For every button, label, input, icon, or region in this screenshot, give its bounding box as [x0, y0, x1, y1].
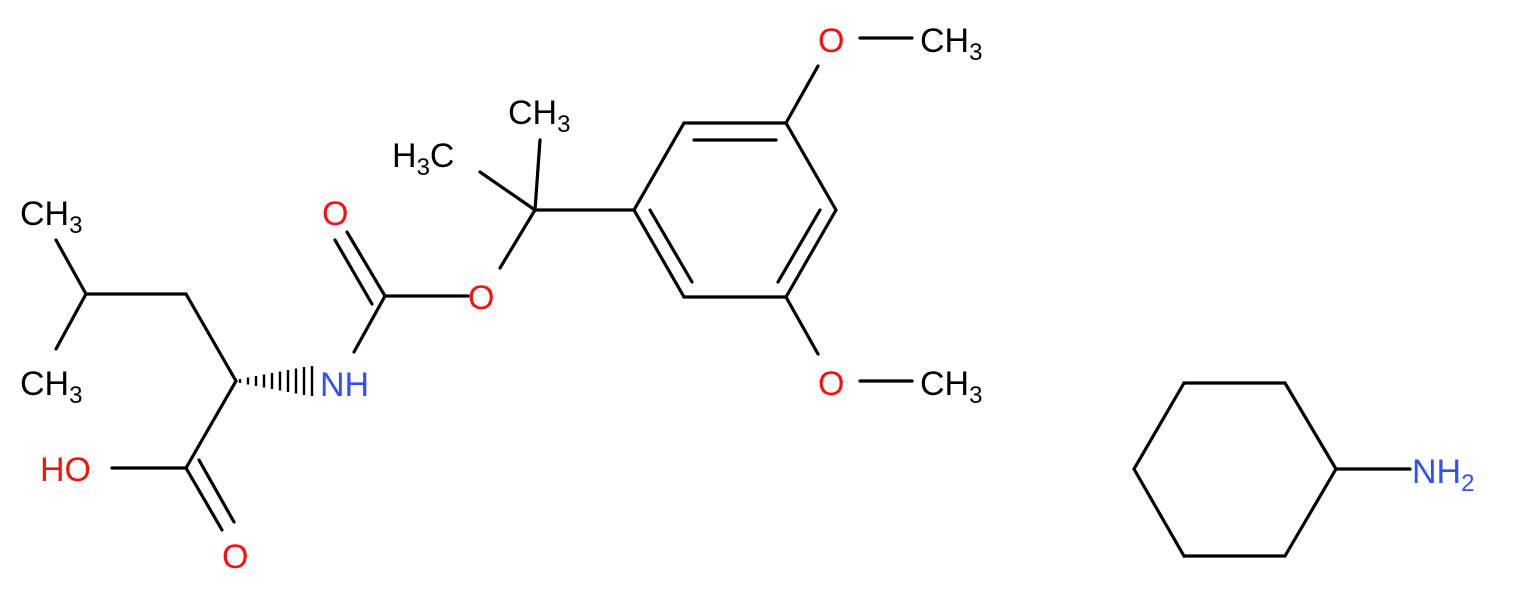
- atom-label-ch3: CH3: [920, 22, 982, 66]
- hashed-wedge-bond: [238, 366, 314, 396]
- bond: [498, 208, 537, 270]
- atom-label-ch3: CH3: [920, 365, 982, 409]
- atom-label-ch3: CH3: [20, 195, 82, 239]
- bond: [533, 138, 542, 212]
- bond: [333, 238, 374, 306]
- atom-label-ch3: CH3: [508, 94, 570, 138]
- atom-label-h3c: H3C: [392, 137, 454, 181]
- bond: [54, 238, 88, 296]
- bond: [184, 292, 238, 383]
- atom-label-nh: NH: [320, 366, 369, 404]
- bond: [184, 379, 238, 470]
- bond: [345, 230, 387, 298]
- bond: [352, 294, 387, 354]
- atom-label-o: O: [468, 279, 494, 317]
- bond: [197, 458, 236, 524]
- bond: [648, 208, 694, 284]
- bond: [184, 466, 224, 532]
- bond: [1283, 381, 1338, 471]
- bond: [1283, 467, 1338, 558]
- bond: [632, 121, 686, 212]
- bond: [784, 121, 838, 212]
- atom-label-ch3: CH3: [20, 365, 82, 409]
- cyclohexylamine: NH2: [1132, 381, 1474, 558]
- bond: [1132, 467, 1186, 558]
- atom-label-ho: HO: [40, 451, 91, 489]
- bond: [776, 208, 822, 284]
- bond: [54, 292, 88, 351]
- atom-label-o: O: [818, 365, 844, 403]
- atom-label-o: O: [322, 195, 348, 233]
- main-molecule-labels: CH3 CH3 O NH O CH3 H3C O CH3 O CH3 HO O: [20, 22, 982, 576]
- atom-label-o: O: [818, 22, 844, 60]
- bond: [1132, 381, 1186, 471]
- main-molecule-bonds: [54, 36, 914, 532]
- bond: [632, 208, 686, 299]
- bond: [784, 208, 838, 299]
- bond: [784, 295, 820, 356]
- atom-label-o: O: [222, 538, 248, 576]
- atom-label-nh2: NH2: [1412, 453, 1474, 497]
- bond: [478, 170, 537, 212]
- bond: [784, 64, 820, 125]
